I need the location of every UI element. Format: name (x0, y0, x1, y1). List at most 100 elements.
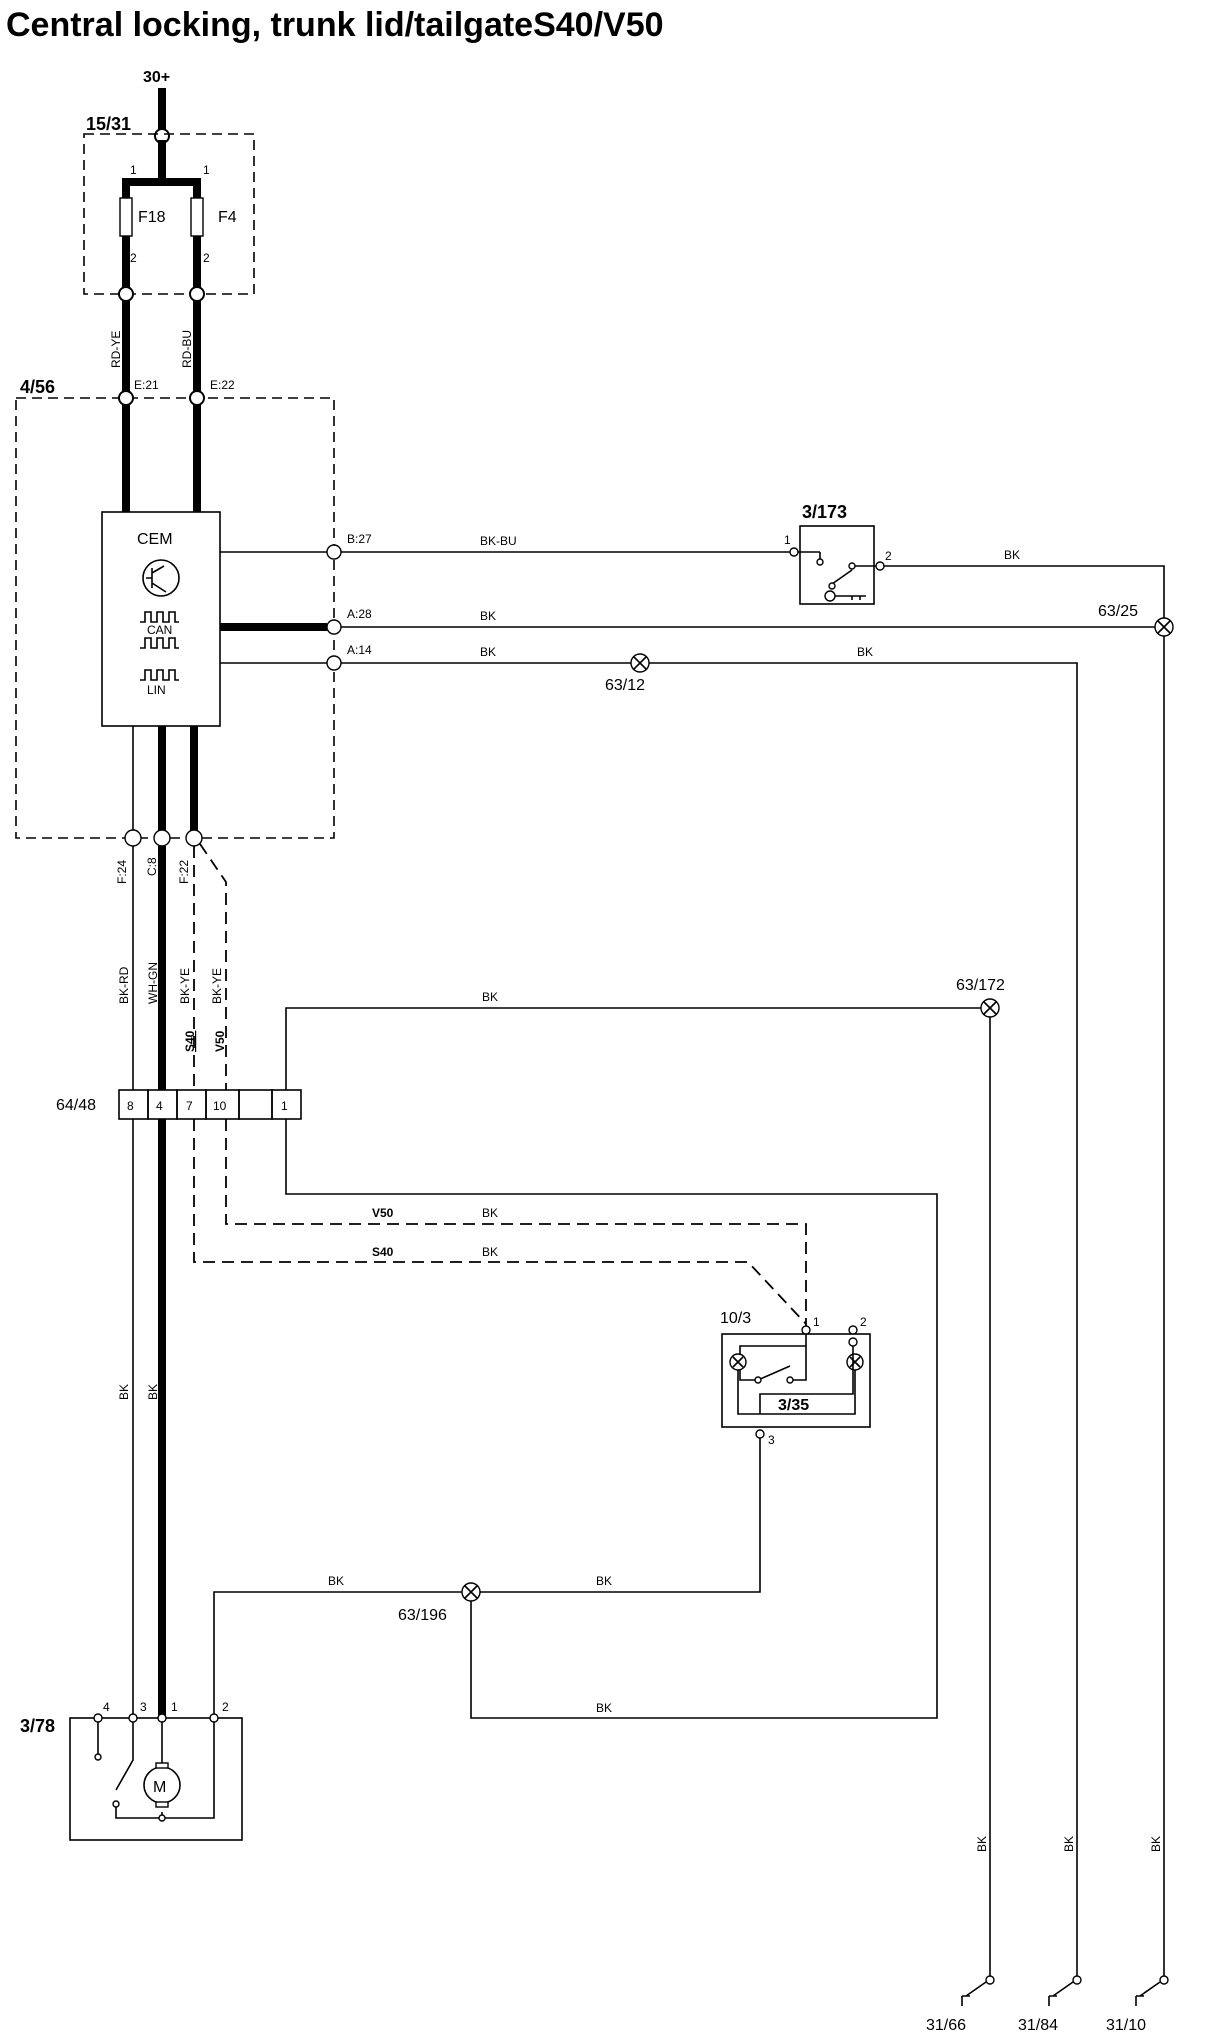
splice-63-196 (461, 1582, 481, 1602)
cem-conn-a14 (326, 655, 342, 671)
ground-31-10 (1135, 1975, 1169, 2006)
ground-31-66-label: 31/66 (926, 2017, 966, 2034)
splice-63-172-label: 63/172 (956, 977, 1005, 994)
svg-text:BK-BU: BK-BU (480, 534, 517, 548)
svg-text:1: 1 (784, 533, 791, 547)
svg-text:B:27: B:27 (347, 532, 372, 546)
motor-icon (143, 1762, 181, 1808)
svg-text:1: 1 (203, 163, 210, 177)
ground-31-84-label: 31/84 (1018, 2017, 1058, 2034)
svg-text:BK: BK (975, 1836, 989, 1852)
svg-text:BK: BK (482, 1206, 498, 1220)
fuse-box-id: 15/31 (86, 114, 131, 134)
svg-text:8: 8 (127, 1099, 134, 1113)
svg-text:C:8: C:8 (145, 857, 159, 876)
wire-bk-to-motor-pin2 (213, 1591, 462, 1718)
cem-conn-e22 (189, 390, 205, 406)
svg-text:3: 3 (768, 1433, 775, 1447)
svg-text:V50: V50 (213, 1030, 227, 1052)
switch-10-3-box (721, 1333, 871, 1428)
svg-text:RD-YE: RD-YE (109, 331, 123, 368)
svg-text:1: 1 (813, 1315, 820, 1329)
cem-conn-a28 (326, 619, 342, 635)
motor-label: M (153, 1779, 166, 1796)
fuse-f4 (190, 197, 204, 237)
svg-text:BK: BK (146, 1384, 160, 1400)
fuse-f4-terminal (189, 286, 205, 302)
svg-text:4: 4 (103, 1700, 110, 1714)
wire-bk-3-173-ground (884, 565, 1165, 627)
lamp-right-icon (846, 1353, 864, 1371)
fuse-f18 (119, 197, 133, 237)
switch-3-173-box (799, 525, 875, 605)
splice-63-12-label: 63/12 (605, 677, 645, 694)
fuse-f18-label: F18 (138, 209, 166, 226)
connector-64-48-id: 64/48 (56, 1097, 96, 1114)
connector-64-48 (118, 1089, 302, 1120)
svg-text:2: 2 (222, 1700, 229, 1714)
svg-text:2: 2 (885, 549, 892, 563)
cem-conn-b27 (326, 544, 342, 560)
cem-label: CEM (137, 531, 173, 548)
svg-text:BK: BK (596, 1574, 612, 1588)
ground-31-66 (961, 1975, 995, 2006)
cem-module-outline (15, 397, 335, 839)
svg-text:BK: BK (482, 990, 498, 1004)
svg-text:BK: BK (857, 645, 873, 659)
ground-31-84 (1048, 1975, 1082, 2006)
wire-s40-to-10-3 (193, 1119, 807, 1325)
svg-text:4: 4 (156, 1099, 163, 1113)
svg-text:BK: BK (328, 1574, 344, 1588)
diagram-title: Central locking, trunk lid/tailgateS40/V… (6, 6, 664, 44)
svg-text:E:21: E:21 (134, 378, 159, 392)
svg-text:BK: BK (482, 1245, 498, 1259)
svg-text:1: 1 (130, 163, 137, 177)
cem-module-id: 4/56 (20, 377, 55, 397)
wire-bk-63-172 (285, 1007, 981, 1090)
splice-63-25 (1154, 617, 1174, 637)
wire-bk-pin1 (285, 1119, 938, 1719)
svg-text:S40: S40 (372, 1245, 394, 1259)
svg-text:S40: S40 (183, 1030, 197, 1052)
lin-label: LIN (147, 683, 166, 697)
svg-text:10: 10 (213, 1099, 227, 1113)
svg-text:F:22: F:22 (177, 860, 191, 884)
svg-text:A:14: A:14 (347, 643, 372, 657)
svg-text:WH-GN: WH-GN (146, 962, 160, 1004)
can-label: CAN (147, 623, 172, 637)
switch-3-35-id: 3/35 (778, 1397, 809, 1414)
cem-conn-e21 (118, 390, 134, 406)
key-icon (824, 590, 836, 602)
svg-text:BK: BK (1062, 1836, 1076, 1852)
splice-63-172 (980, 998, 1000, 1018)
fuse-f4-label: F4 (218, 209, 237, 226)
svg-text:3: 3 (140, 1700, 147, 1714)
cem-conn-f24 (124, 829, 142, 847)
svg-text:2: 2 (860, 1315, 867, 1329)
splice-63-12 (630, 653, 650, 673)
svg-text:RD-BU: RD-BU (180, 330, 194, 368)
cem-conn-f22 (185, 829, 203, 847)
supply-label: 30+ (143, 69, 170, 86)
motor-3-78-box (69, 1717, 243, 1841)
svg-text:7: 7 (186, 1099, 193, 1113)
wire-bk-31-84 (649, 662, 1078, 1976)
svg-text:2: 2 (203, 251, 210, 265)
fuse-bus-bar (122, 178, 201, 210)
switch-3-173-id: 3/173 (802, 502, 847, 522)
svg-text:BK: BK (1004, 548, 1020, 562)
svg-text:BK-RD: BK-RD (117, 966, 131, 1004)
wire-bk-10-3-pin3 (480, 1438, 761, 1593)
wire-v50-to-10-3 (225, 1119, 807, 1328)
svg-text:2: 2 (130, 251, 137, 265)
svg-text:V50: V50 (372, 1206, 394, 1220)
wire-bk-ye-v50 (199, 843, 227, 1090)
svg-text:BK: BK (596, 1701, 612, 1715)
fuse-f18-terminal (118, 286, 134, 302)
transistor-icon (142, 559, 180, 597)
svg-text:BK: BK (480, 645, 496, 659)
lin-pulse-icon (140, 669, 179, 681)
svg-text:BK: BK (1149, 1836, 1163, 1852)
cem-conn-c8 (153, 829, 171, 847)
svg-text:E:22: E:22 (210, 378, 235, 392)
